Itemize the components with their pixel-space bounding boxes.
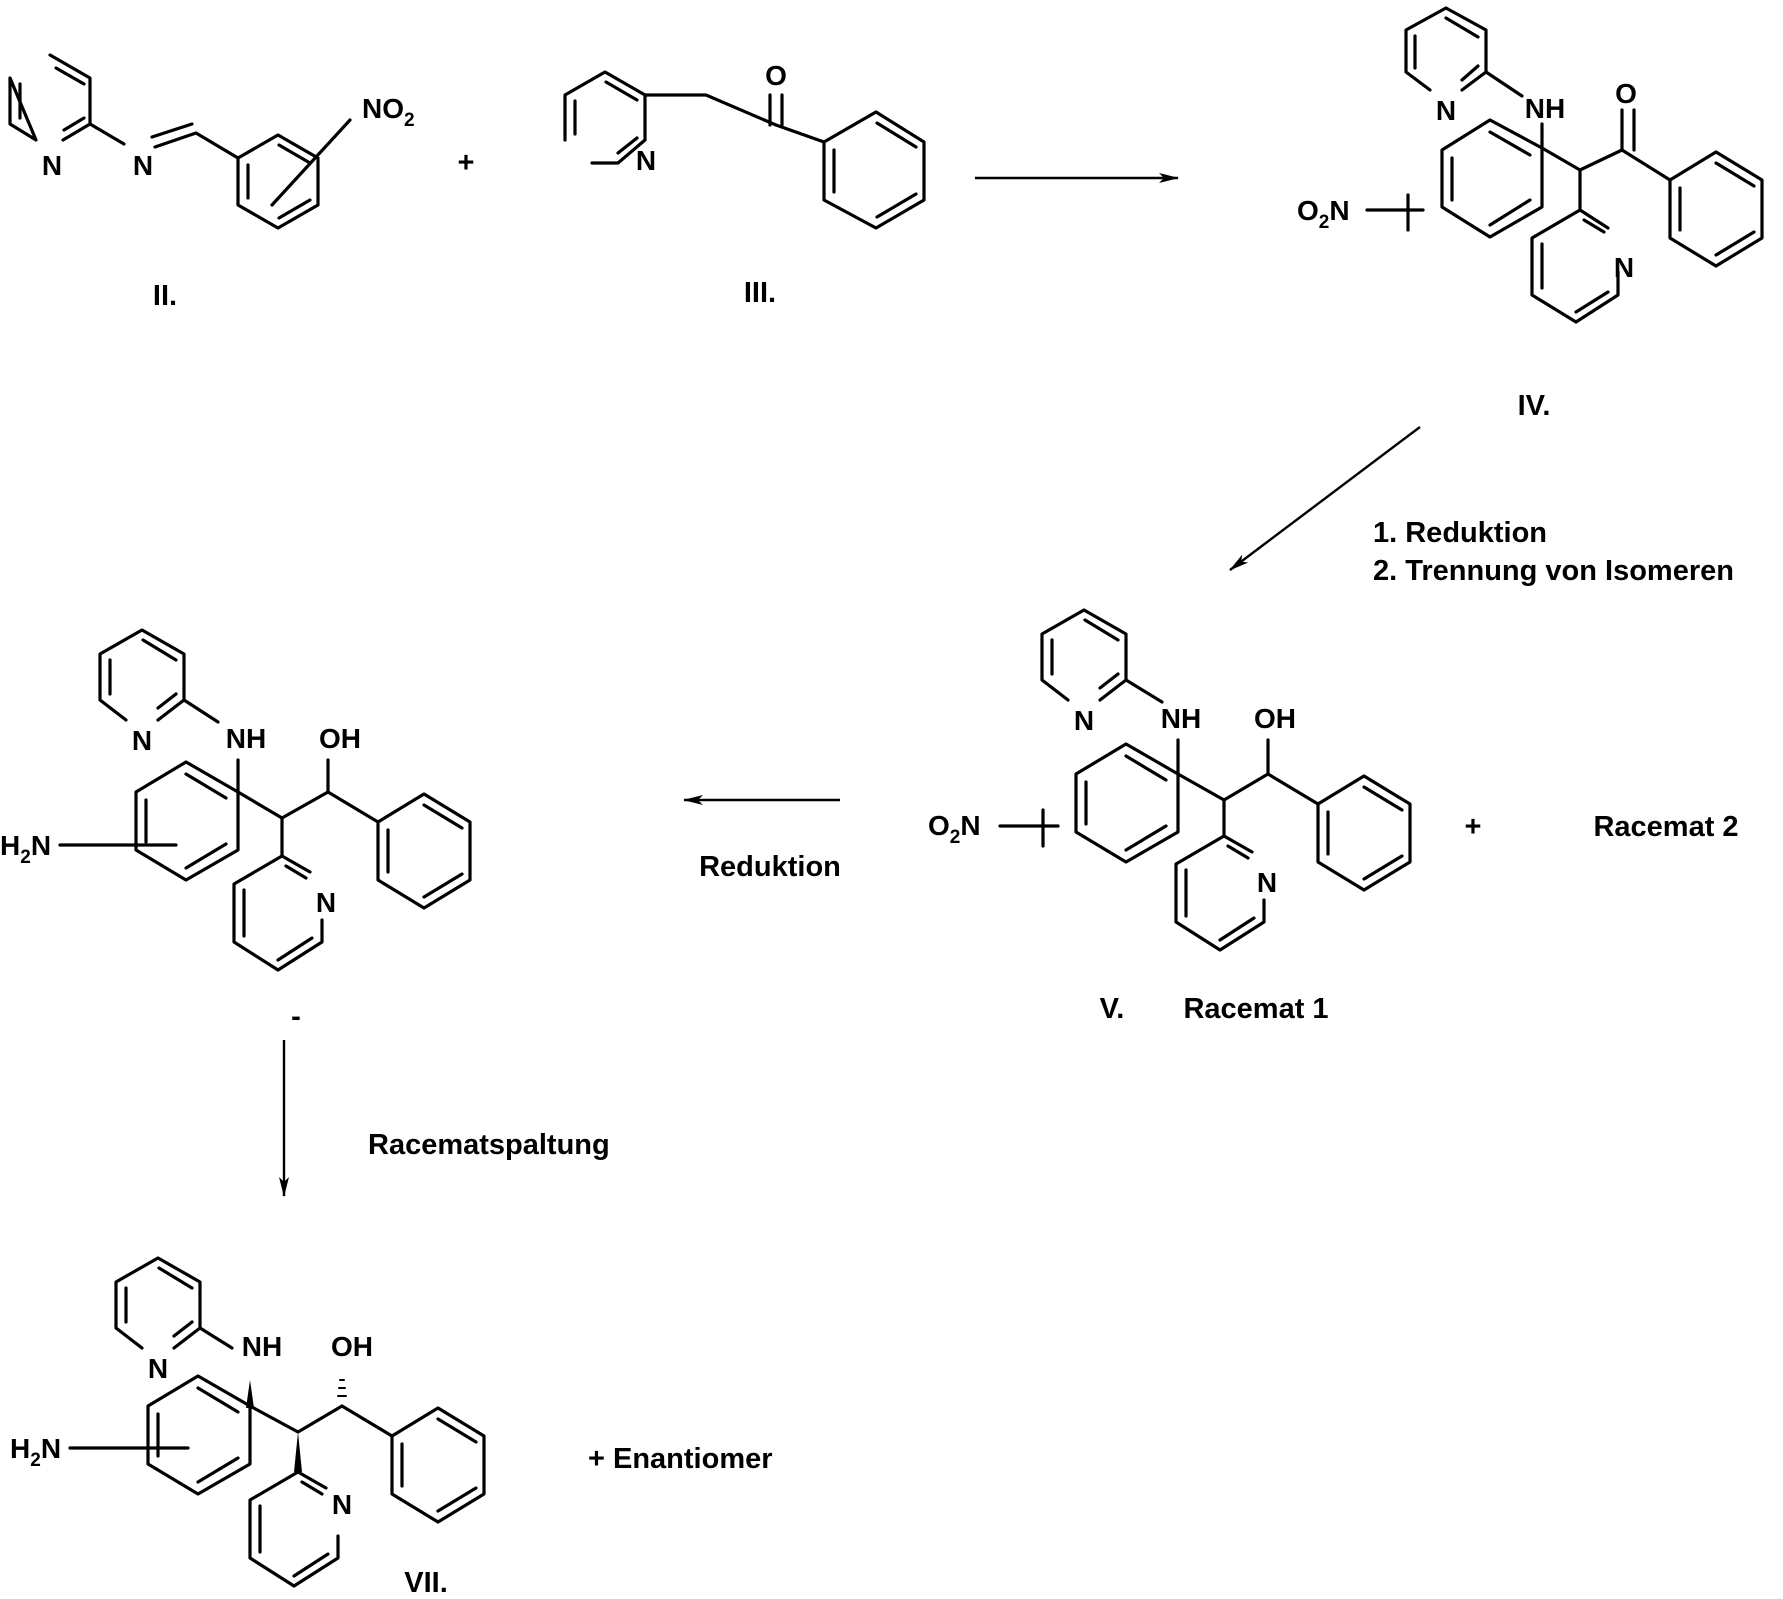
vi-aminophenyl-ring: [136, 762, 238, 880]
vii-phenyl-ring: [392, 1408, 484, 1522]
vi-hydroxyl-bond: [328, 760, 378, 822]
iv-nh: NH: [1525, 93, 1565, 124]
v-hydroxyl-bond: [1268, 740, 1318, 804]
v-top-nitrogen: N: [1074, 705, 1094, 736]
vii-pyridine-nitrogen: N: [332, 1489, 352, 1520]
compound-iii-label: III.: [744, 277, 776, 309]
v-nitrophenyl-ring: [1076, 744, 1178, 862]
step-2-line-1: 1. Reduktion: [1373, 517, 1547, 549]
vi-phenyl-ring: [378, 794, 470, 908]
vi-pyridine-nitrogen: N: [316, 887, 336, 918]
compound-vi: N NH OH H2N N -: [0, 630, 470, 1033]
iii-keto-oxygen: O: [765, 60, 787, 91]
vi-amine-group: H2N: [0, 830, 51, 868]
compound-vii: N NH OH H2N N VII.: [10, 1258, 484, 1599]
vi-pyridine-lower-2: [282, 856, 310, 872]
iv-pyridine-top: [1406, 8, 1486, 90]
compound-vii-label: VII.: [404, 1567, 448, 1599]
v-hydroxyl: OH: [1254, 703, 1296, 734]
vii-phenyl-link: [342, 1406, 392, 1436]
compound-v-label: V.: [1100, 993, 1125, 1025]
racemat-2-label: Racemat 2: [1593, 811, 1738, 843]
vii-hydroxyl: OH: [331, 1331, 373, 1362]
enantiomer-label: + Enantiomer: [588, 1443, 773, 1475]
iii-carbonyl-bond: [770, 95, 782, 125]
step-2-line-2: 2. Trennung von Isomeren: [1373, 555, 1734, 587]
iv-pyridine-lower: [1532, 170, 1618, 322]
v-pyridine-nitrogen: N: [1257, 867, 1277, 898]
vi-pyridine-top: [100, 630, 184, 720]
iv-top-nitrogen: N: [1436, 95, 1456, 126]
vii-pyridine-lower-inner: [260, 1482, 328, 1576]
v-nh: NH: [1161, 703, 1201, 734]
vi-top-nitrogen: N: [132, 725, 152, 756]
vi-dash-mark: -: [291, 1001, 301, 1033]
ii-benzene-ring: [238, 135, 318, 228]
iii-benzene-ring: [824, 112, 924, 228]
iv-pyridine-lower-inner: [1542, 220, 1608, 312]
compound-iii: N O III.: [565, 60, 924, 309]
v-phenyl-ring: [1318, 776, 1410, 890]
ii-nitro-group: NO2: [362, 93, 415, 131]
v-nitro-group: O2N: [928, 810, 981, 848]
vii-top-nitrogen: N: [148, 1353, 168, 1384]
ii-nitro-floating-bond: [272, 120, 350, 205]
vii-amine-link: [200, 1328, 232, 1348]
vii-nh: NH: [242, 1331, 282, 1362]
iv-phenyl-ring: [1670, 152, 1762, 266]
plus-sign-1: +: [458, 147, 475, 179]
compound-ii-label: II.: [153, 280, 177, 312]
v-pyridine-lower-2: [1224, 836, 1252, 852]
iv-keto-oxygen: O: [1615, 78, 1637, 109]
iii-pyridine-ring: [565, 72, 645, 163]
plus-sign-2: +: [1465, 811, 1482, 843]
vii-backbone: [250, 1406, 342, 1432]
compound-iv-label: IV.: [1518, 390, 1551, 422]
vii-pyridine-top: [116, 1258, 200, 1348]
iv-nitrophenyl-ring: [1442, 120, 1542, 237]
vii-hash-oh: [338, 1380, 346, 1396]
ii-ring-nitrogen: N: [42, 150, 62, 181]
compound-ii: N N NO2 II.: [10, 55, 415, 312]
ii-imine-bonds: [90, 124, 238, 158]
compound-v-name: Racemat 1: [1183, 993, 1328, 1025]
v-amine-backbone: [1126, 680, 1268, 800]
vi-hydroxyl: OH: [319, 723, 361, 754]
v-pyridine-lower: [1176, 800, 1264, 950]
step-4-label: Racematspaltung: [368, 1129, 610, 1161]
vi-nh: NH: [226, 723, 266, 754]
iii-ring-nitrogen: N: [636, 145, 656, 176]
compound-iv: N NH O O2N N IV.: [1297, 8, 1762, 422]
v-pyridine-lower-inner: [1186, 846, 1254, 940]
vi-amine-backbone: [184, 700, 328, 818]
iv-pyridine-nitrogen: N: [1614, 252, 1634, 283]
ii-imine-nitrogen: N: [133, 150, 153, 181]
v-pyridine-top: [1042, 610, 1126, 700]
vii-wedge-pyridyl: [294, 1432, 302, 1472]
iv-phenyl-link: [1622, 150, 1670, 180]
vii-amine-group: H2N: [10, 1433, 61, 1471]
vii-pyridine-lower-2: [298, 1472, 326, 1488]
compound-v: N NH OH O2N N V. Racemat 1: [928, 610, 1410, 1025]
iii-backbone-bonds: [645, 95, 824, 142]
vi-pyridine-lower-inner: [244, 866, 312, 960]
vii-aminophenyl-ring: [148, 1376, 250, 1494]
iv-nitro-group: O2N: [1297, 195, 1350, 233]
vi-pyridine-lower: [234, 818, 322, 970]
step-3-label: Reduktion: [699, 851, 841, 883]
ii-pyridine-ring: [10, 55, 90, 140]
